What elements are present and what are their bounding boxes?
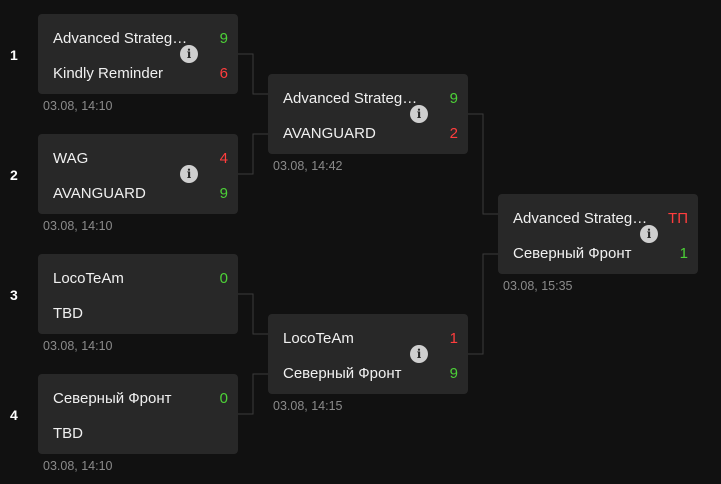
team-name: Северный Фронт bbox=[53, 389, 172, 407]
info-icon[interactable]: i bbox=[410, 345, 428, 363]
team-name: AVANGUARD bbox=[283, 124, 376, 142]
match-team-row: AVANGUARD 2 bbox=[283, 123, 458, 143]
seed-number-3: 3 bbox=[10, 287, 18, 303]
team-score: 9 bbox=[449, 364, 458, 382]
match-team-row: WAG 4 bbox=[53, 148, 228, 168]
match-team-row: Kindly Reminder 6 bbox=[53, 63, 228, 83]
seed-number-1: 1 bbox=[10, 47, 18, 63]
team-score: 0 bbox=[219, 389, 228, 407]
info-icon[interactable]: i bbox=[180, 165, 198, 183]
connector-r1-top bbox=[238, 53, 268, 95]
match-card-semifinal-2[interactable]: LocoTeAm 1 Северный Фронт 9 i bbox=[268, 314, 468, 394]
match-team-row: AVANGUARD 9 bbox=[53, 183, 228, 203]
seed-number-4: 4 bbox=[10, 407, 18, 423]
connector-r2-bottom bbox=[468, 253, 498, 355]
team-score: 4 bbox=[219, 149, 228, 167]
connector-r1-m2 bbox=[238, 133, 268, 175]
match-time: 03.08, 14:42 bbox=[273, 159, 343, 173]
connector-r1-bottom bbox=[238, 373, 268, 415]
match-team-row: LocoTeAm 1 bbox=[283, 328, 458, 348]
match-team-row: Северный Фронт 1 bbox=[513, 243, 688, 263]
match-team-row: LocoTeAm 0 bbox=[53, 268, 228, 288]
match-team-row: TBD bbox=[53, 423, 228, 443]
match-card-semifinal-1[interactable]: Advanced Strategies 9 AVANGUARD 2 i bbox=[268, 74, 468, 154]
match-team-row: Advanced Strategies 9 bbox=[53, 28, 228, 48]
match-card-r1-3[interactable]: LocoTeAm 0 TBD bbox=[38, 254, 238, 334]
team-score: 6 bbox=[219, 64, 228, 82]
team-score: 1 bbox=[449, 329, 458, 347]
info-icon[interactable]: i bbox=[640, 225, 658, 243]
team-score: ТП bbox=[668, 209, 688, 227]
team-name: TBD bbox=[53, 304, 83, 322]
match-team-row: Северный Фронт 0 bbox=[53, 388, 228, 408]
team-score: 1 bbox=[679, 244, 688, 262]
match-time: 03.08, 14:10 bbox=[43, 339, 113, 353]
match-card-r1-1[interactable]: Advanced Strategies 9 Kindly Reminder 6 … bbox=[38, 14, 238, 94]
team-name: TBD bbox=[53, 424, 83, 442]
team-name: Advanced Strategies bbox=[283, 89, 418, 107]
team-name: Северный Фронт bbox=[283, 364, 402, 382]
match-team-row: Северный Фронт 9 bbox=[283, 363, 458, 383]
team-name: LocoTeAm bbox=[53, 269, 124, 287]
team-name: Северный Фронт bbox=[513, 244, 632, 262]
match-team-row: TBD bbox=[53, 303, 228, 323]
info-icon[interactable]: i bbox=[410, 105, 428, 123]
team-name: WAG bbox=[53, 149, 89, 167]
match-team-row: Advanced Strategies ТП bbox=[513, 208, 688, 228]
team-name: Kindly Reminder bbox=[53, 64, 164, 82]
team-name: AVANGUARD bbox=[53, 184, 146, 202]
match-time: 03.08, 14:10 bbox=[43, 99, 113, 113]
match-card-r1-2[interactable]: WAG 4 AVANGUARD 9 i bbox=[38, 134, 238, 214]
match-team-row: Advanced Strategies 9 bbox=[283, 88, 458, 108]
info-icon[interactable]: i bbox=[180, 45, 198, 63]
team-score: 9 bbox=[449, 89, 458, 107]
connector-r2-top bbox=[468, 113, 498, 215]
seed-number-2: 2 bbox=[10, 167, 18, 183]
team-name: LocoTeAm bbox=[283, 329, 354, 347]
match-time: 03.08, 14:10 bbox=[43, 459, 113, 473]
match-time: 03.08, 14:15 bbox=[273, 399, 343, 413]
connector-r1-m3 bbox=[238, 293, 268, 335]
team-name: Advanced Strategies bbox=[53, 29, 188, 47]
match-time: 03.08, 14:10 bbox=[43, 219, 113, 233]
team-name: Advanced Strategies bbox=[513, 209, 648, 227]
match-card-r1-4[interactable]: Северный Фронт 0 TBD bbox=[38, 374, 238, 454]
team-score: 2 bbox=[449, 124, 458, 142]
team-score: 9 bbox=[219, 29, 228, 47]
team-score: 9 bbox=[219, 184, 228, 202]
match-time: 03.08, 15:35 bbox=[503, 279, 573, 293]
team-score: 0 bbox=[219, 269, 228, 287]
match-card-final[interactable]: Advanced Strategies ТП Северный Фронт 1 … bbox=[498, 194, 698, 274]
